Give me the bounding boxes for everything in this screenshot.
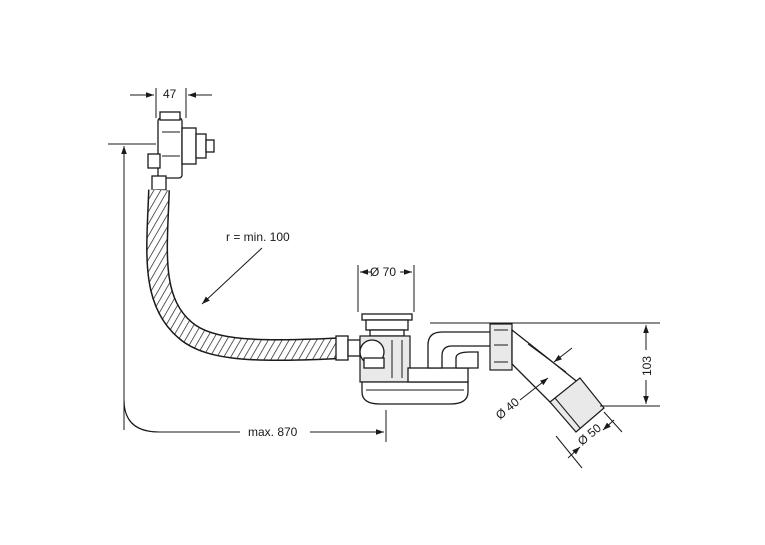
outlet-pipe xyxy=(489,323,605,433)
dimension-diameter-40-label: Ø 40 xyxy=(493,395,522,423)
overflow-head xyxy=(147,111,215,191)
dimension-max-870: max. 870 xyxy=(108,143,387,442)
dimension-47: 47 xyxy=(130,87,212,118)
dimension-103-label: 103 xyxy=(640,356,654,376)
dimension-bend-radius: r = min. 100 xyxy=(201,230,290,305)
dimension-diameter-70: Ø 70 xyxy=(357,265,415,312)
max-870-label: max. 870 xyxy=(248,425,298,439)
dimension-103: 103 xyxy=(430,322,660,407)
bend-radius-label: r = min. 100 xyxy=(226,230,290,244)
dimension-diameter-70-label: Ø 70 xyxy=(370,265,396,279)
hose-connector xyxy=(335,335,361,361)
corrugated-hose xyxy=(146,189,346,362)
dimension-47-label: 47 xyxy=(163,87,177,101)
drain-body xyxy=(359,313,501,405)
